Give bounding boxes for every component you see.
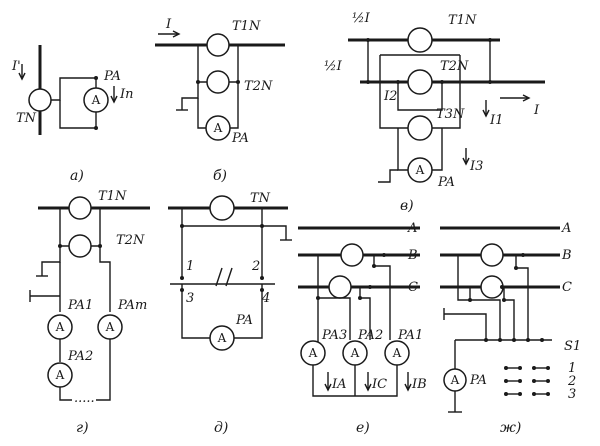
current-2-label: I2 [383, 89, 397, 104]
phase-a-label: A [561, 221, 571, 236]
terminal-2-label: 2 [251, 259, 260, 274]
transformer-label: TN [250, 191, 271, 206]
current-1-label: I1 [489, 113, 503, 128]
circuit-b: I T1N T2N A PA б) [155, 17, 285, 184]
caption-d: д) [214, 420, 228, 436]
current-c-label: IC [371, 377, 387, 392]
meter-3-symbol: A [308, 346, 318, 360]
circuit-a: I' TN PA A Iп а) [11, 45, 134, 184]
ammeter-pa [205, 115, 231, 141]
current-a-label: IA [331, 377, 347, 392]
terminal-3-label: 3 [186, 291, 194, 306]
transformer-1-label: T1N [232, 19, 261, 34]
caption-b: б) [213, 168, 227, 184]
position-2-label: 2 [567, 374, 576, 389]
meter-tag-label: PA [235, 313, 253, 328]
transformer-1-label: T1N [98, 189, 127, 204]
current-3-label: I3 [469, 159, 483, 174]
transformer-3-label: T3N [436, 107, 465, 122]
meter-1-tag-label: PA1 [67, 298, 93, 313]
current-b-label: IB [411, 377, 427, 392]
circuit-g: T1N T2N PA1 PAm PA2 A A A ..... г) [29, 189, 150, 436]
meter-m-symbol: A [105, 320, 115, 334]
position-3-label: 3 [568, 387, 576, 402]
current-out-label: Iп [119, 87, 134, 102]
meter-2-symbol: A [55, 368, 65, 382]
caption-a: а) [70, 168, 84, 184]
circuit-e: A B C PA3 PA2 PA1 A A A IA IC IB е) [298, 221, 427, 436]
caption-v: в) [400, 198, 414, 214]
meter-3-tag-label: PA3 [321, 328, 347, 343]
circuit-v: ½I ½I T1N T2N T3N I2 I1 I3 I A PA в) [324, 11, 545, 214]
meter-2-tag-label: PA2 [67, 349, 93, 364]
phase-a-label: A [407, 221, 417, 236]
ammeter-pa [83, 87, 109, 113]
ammeter-pa [407, 157, 433, 183]
meter-m-tag-label: PAm [117, 298, 147, 313]
current-in-label: I' [11, 59, 21, 74]
meter-symbol: A [415, 163, 425, 177]
switch-tag-label: S1 [564, 339, 581, 354]
switch-contacts [504, 366, 550, 396]
terminal-1-label: 1 [186, 259, 194, 274]
meter-tag-label: PA [103, 69, 121, 84]
meter-tag-label: PA [231, 131, 249, 146]
circuit-d: TN 1 2 3 4 A PA д) [168, 191, 292, 436]
meter-2-symbol: A [350, 346, 360, 360]
continuation-ellipsis: ..... [74, 391, 95, 406]
terminal-4-label: 4 [261, 291, 270, 306]
meter-symbol: A [213, 121, 223, 135]
phase-c-label: C [562, 280, 572, 295]
caption-e: е) [356, 420, 370, 436]
transformer-2-label: T2N [440, 59, 469, 74]
caption-g: г) [76, 420, 89, 436]
half-current-top-label: ½I [352, 11, 371, 26]
phase-b-label: B [561, 248, 572, 263]
meter-1-symbol: A [55, 320, 65, 334]
phase-c-label: C [408, 280, 418, 295]
meter-tag-label: PA [469, 373, 487, 388]
half-current-left-label: ½I [324, 59, 343, 74]
circuit-zh: A B C S1 1 2 3 A PA ж) [440, 221, 581, 436]
transformer-2-label: T2N [244, 79, 273, 94]
transformer-1-label: T1N [448, 13, 477, 28]
current-label: I [165, 17, 172, 32]
meter-1-symbol: A [392, 346, 402, 360]
ammeter-pa [209, 325, 235, 351]
meter-tag-label: PA [437, 175, 455, 190]
position-1-label: 1 [568, 361, 576, 376]
transformer-label: TN [16, 111, 37, 126]
meter-symbol: A [217, 331, 227, 345]
phase-b-label: B [407, 248, 418, 263]
caption-zh: ж) [500, 420, 521, 436]
meter-symbol: A [91, 93, 101, 107]
meter-1-tag-label: PA1 [397, 328, 423, 343]
transformer-2-label: T2N [116, 233, 145, 248]
meter-2-tag-label: PA2 [357, 328, 383, 343]
meter-symbol: A [450, 373, 460, 387]
current-main-label: I [533, 103, 540, 118]
